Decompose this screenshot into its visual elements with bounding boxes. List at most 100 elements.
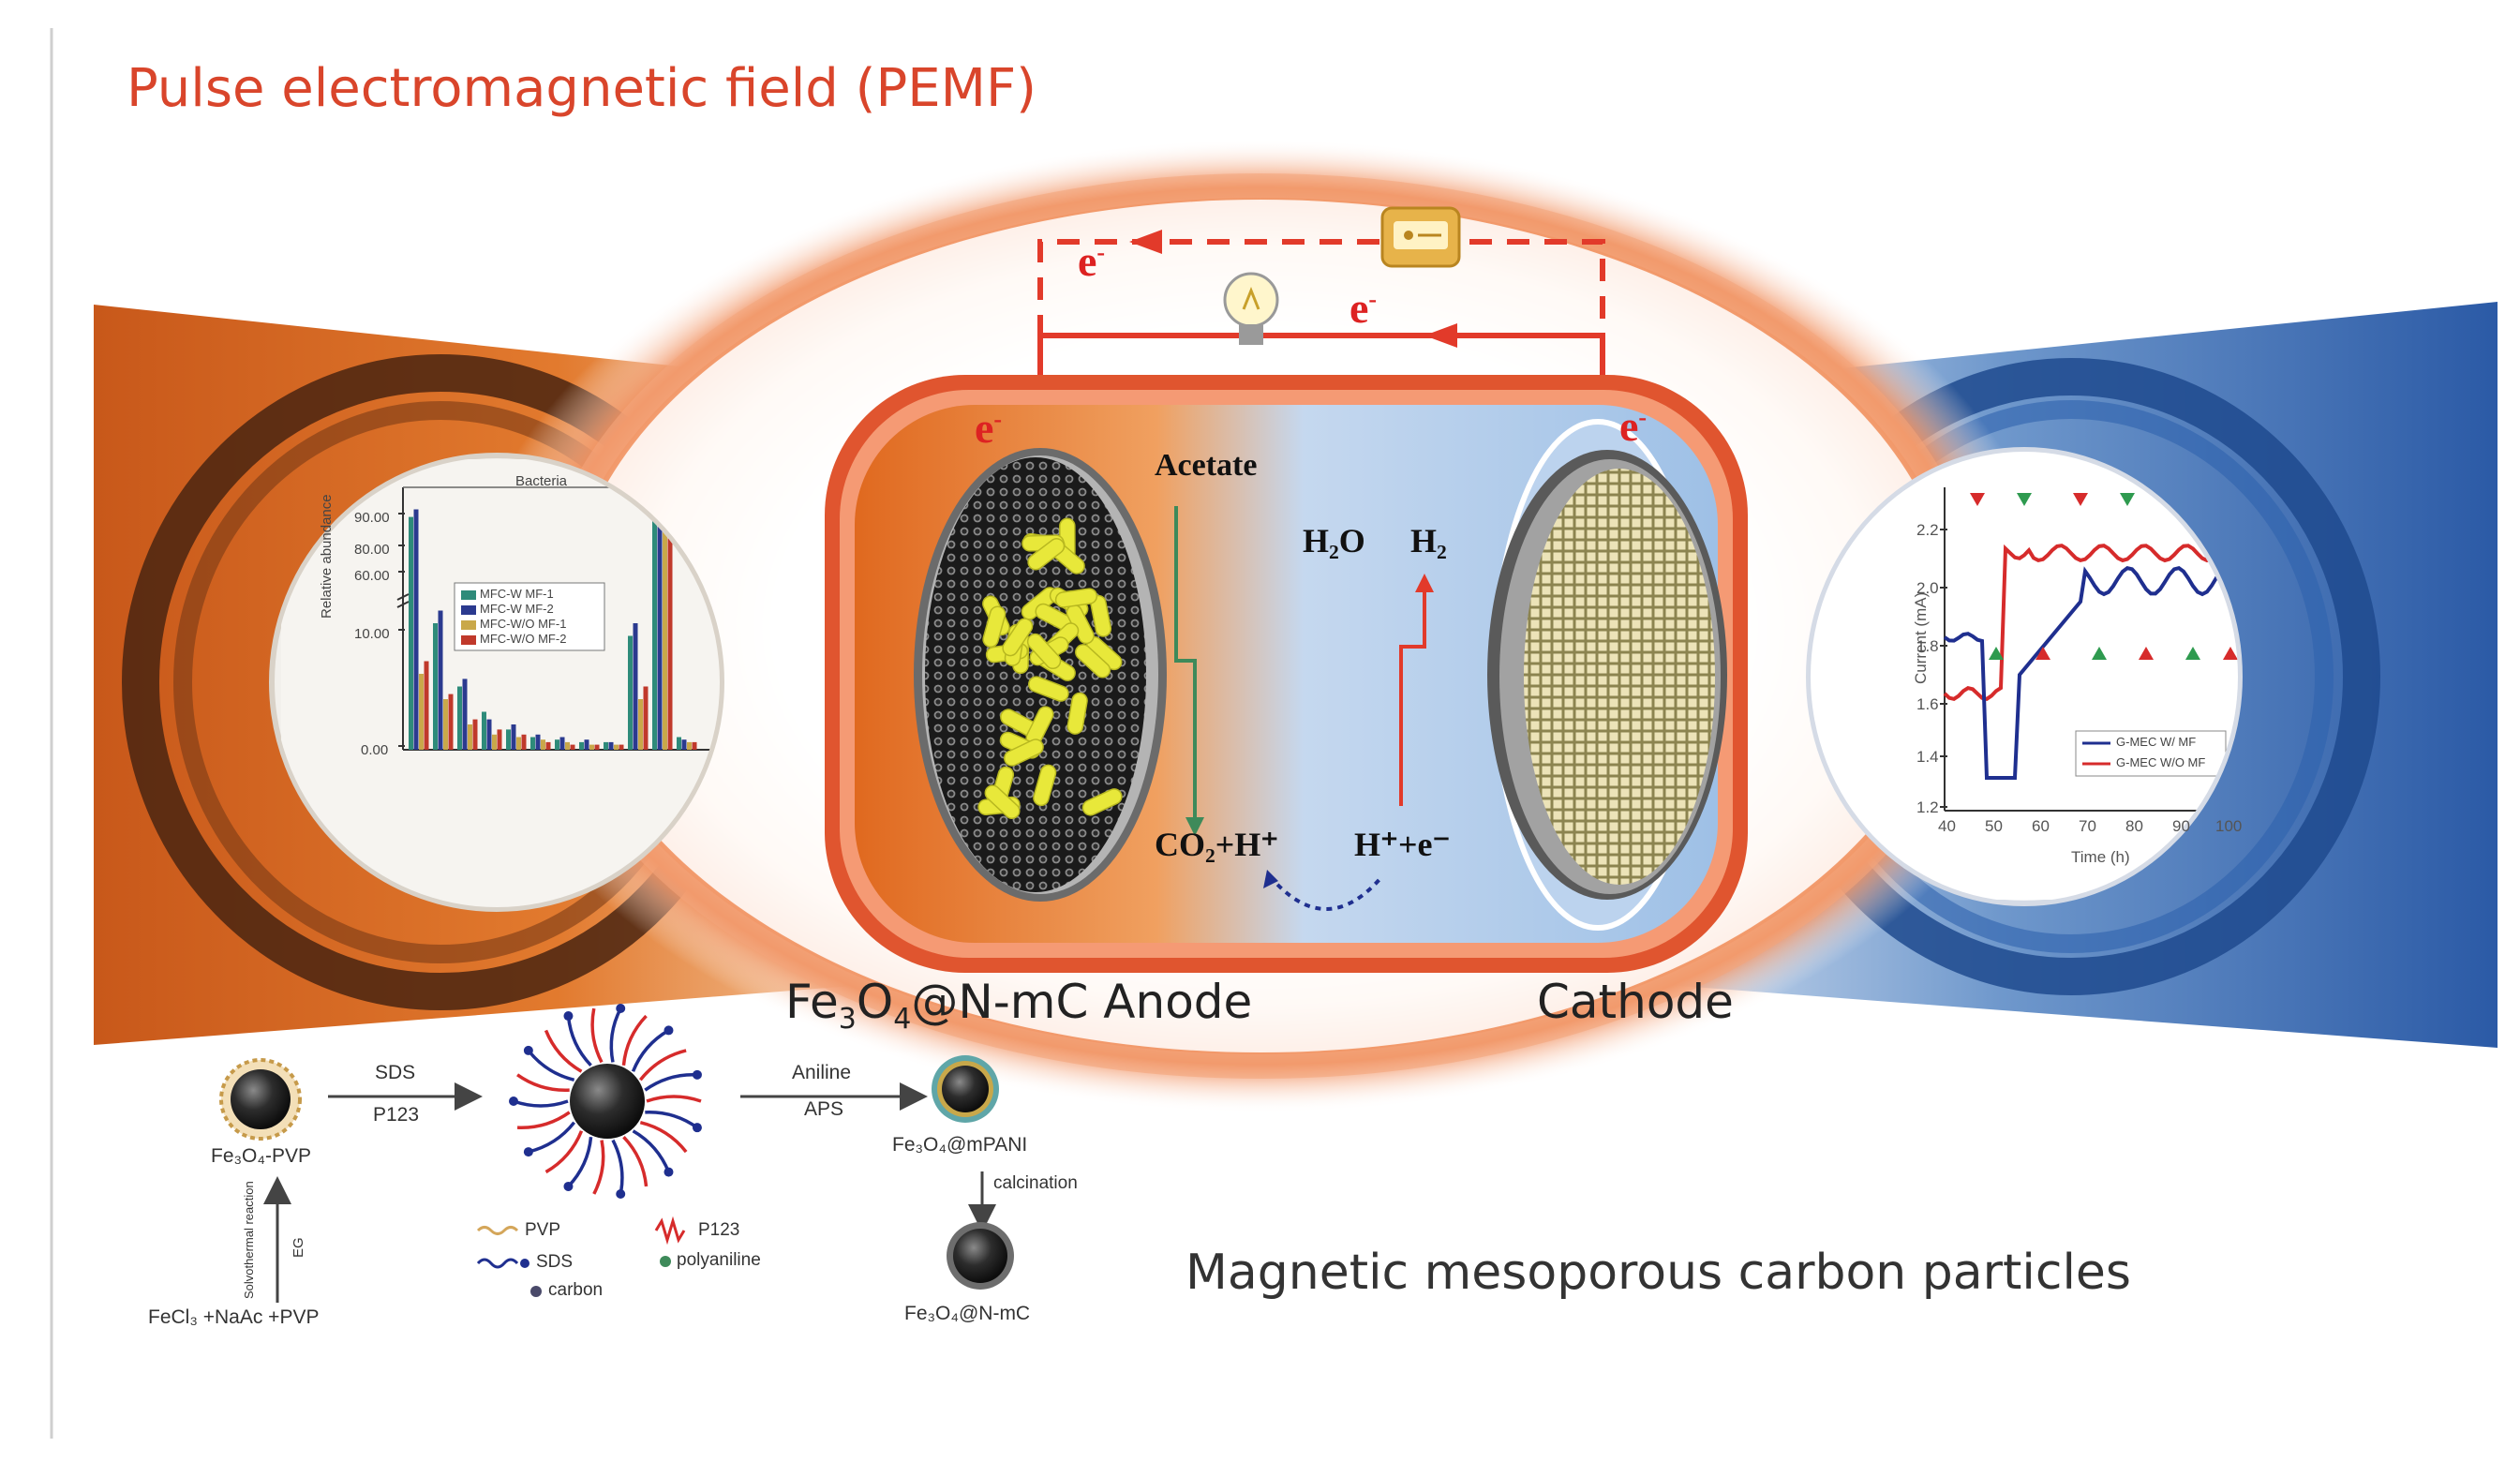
right-ytick-4: 1.4 (1916, 748, 1939, 766)
bacterium (982, 605, 1007, 648)
acetate-label: Acetate (1155, 448, 1258, 483)
right-xtick-4: 80 (2125, 817, 2143, 835)
left-chart-bar (472, 719, 478, 750)
legend-carbon: carbon (548, 1280, 604, 1300)
caption: Magnetic mesoporous carbon particles (1185, 1245, 2131, 1301)
left-chart-bar (468, 724, 472, 750)
bacterium (1028, 676, 1069, 702)
aniline-label: Aniline (792, 1062, 852, 1083)
left-chart-bar (457, 686, 462, 750)
left-chart-bar (657, 497, 663, 750)
left-chart-bar (559, 737, 565, 750)
right-xtick-2: 60 (2032, 817, 2050, 835)
surfactant-head (523, 1045, 533, 1055)
surfactant-chain (638, 1049, 687, 1082)
fe3o4-pvp-label: Fe₃O₄-PVP (211, 1145, 311, 1167)
left-ytick-0: 90.00 (354, 510, 390, 526)
left-chart-bar (643, 686, 649, 750)
surfactant-chain (566, 1015, 592, 1067)
left-chart-bar (409, 516, 413, 750)
right-xtick-1: 50 (1985, 817, 2003, 835)
right-ytick-5: 1.2 (1916, 798, 1939, 816)
surfactant-head (664, 1025, 674, 1036)
field-switch-marker (1970, 493, 1985, 506)
surfactant-chain (528, 1121, 576, 1154)
left-legend-swatch (461, 590, 476, 600)
left-chart-bar (604, 741, 608, 750)
right-line-chart (1806, 447, 2243, 906)
bacterium (1081, 788, 1123, 816)
field-switch-marker (2120, 493, 2135, 506)
right-legend-1: G-MEC W/O MF (2116, 755, 2206, 769)
surfactant-head (563, 1181, 574, 1191)
left-chart-bar (570, 744, 575, 750)
synthesis-scheme (219, 1004, 1014, 1303)
left-ytick-2: 60.00 (354, 568, 390, 584)
anode-electrode (914, 448, 1167, 902)
surfactant-chain (590, 1007, 604, 1064)
anode-label: Fe3O4@N-mC Anode (785, 975, 1253, 1036)
surfactant-chain (544, 1029, 583, 1073)
right-ytick-3: 1.6 (1916, 695, 1939, 713)
left-chart-bar (419, 674, 424, 750)
left-legend-0: MFC-W MF-1 (480, 587, 554, 601)
surfactant-chain (592, 1140, 605, 1195)
left-chart-bar (521, 734, 527, 750)
left-chart-bar (413, 509, 419, 750)
left-chart-bar (462, 679, 468, 750)
left-chart-bar (652, 501, 657, 750)
right-legend-0: G-MEC W/ MF (2116, 735, 2197, 749)
left-chart-bar (589, 744, 594, 750)
left-chart-bar (677, 737, 681, 750)
electron-label-anode: e- (975, 404, 1003, 452)
legend-polyaniline: polyaniline (677, 1250, 761, 1270)
left-chart-bar (448, 694, 454, 750)
surfactant-chain (516, 1111, 571, 1129)
h2-label: H₂ (1410, 522, 1447, 559)
surfactant-chain (544, 1130, 584, 1174)
surfactant-chain (516, 1073, 570, 1092)
left-ytick-1: 80.00 (354, 542, 390, 558)
left-chart-bar (681, 739, 687, 750)
surfactant-chain (645, 1111, 698, 1129)
legend-sds: SDS (536, 1252, 574, 1272)
left-chart-bar (579, 741, 584, 750)
surfactant-chain (611, 1139, 624, 1195)
right-ytick-0: 2.2 (1916, 521, 1939, 539)
legend-p123: P123 (698, 1220, 740, 1240)
field-switch-marker (2139, 647, 2154, 660)
right-ytick-1: 2.0 (1916, 579, 1939, 597)
left-chart-bar (628, 635, 633, 750)
right-xtick-3: 70 (2079, 817, 2096, 835)
field-switch-marker (2073, 493, 2088, 506)
fe3o4-mpani-label: Fe₃O₄@mPANI (892, 1134, 1028, 1156)
left-chart-ylabel: Relative abundance (319, 494, 335, 619)
h-e-label: H⁺+e⁻ (1354, 826, 1451, 863)
reaction-arrows (1174, 506, 1434, 911)
right-xtick-0: 40 (1938, 817, 1956, 835)
electron-label-cathode: e- (1619, 402, 1648, 450)
surfactant-chain (527, 1049, 575, 1082)
left-chart-bar (687, 741, 692, 750)
left-chart-title: Bacteria (515, 473, 568, 489)
surfactant-chain (513, 1099, 569, 1108)
surfactant-chain (644, 1073, 698, 1092)
solvothermal-label: Solvothermal reaction (242, 1181, 256, 1299)
left-chart-bar (619, 744, 624, 750)
surfactant-head (692, 1123, 702, 1133)
left-ytick-4: 0.00 (361, 742, 389, 758)
left-chart-bar (545, 741, 551, 750)
left-chart-bar (614, 744, 619, 750)
left-chart-bar (443, 699, 448, 750)
right-ytick-2: 1.8 (1916, 637, 1939, 655)
cathode-label: Cathode (1537, 975, 1734, 1029)
light-bulb-icon (1223, 272, 1279, 345)
electron-label-circuit: e- (1349, 284, 1378, 332)
left-chart-bar (516, 737, 521, 750)
left-legend-3: MFC-W/O MF-2 (480, 632, 567, 646)
right-xtick-6: 100 (2215, 817, 2243, 835)
bacterium (1027, 538, 1066, 571)
surfactant-chain (639, 1121, 688, 1154)
